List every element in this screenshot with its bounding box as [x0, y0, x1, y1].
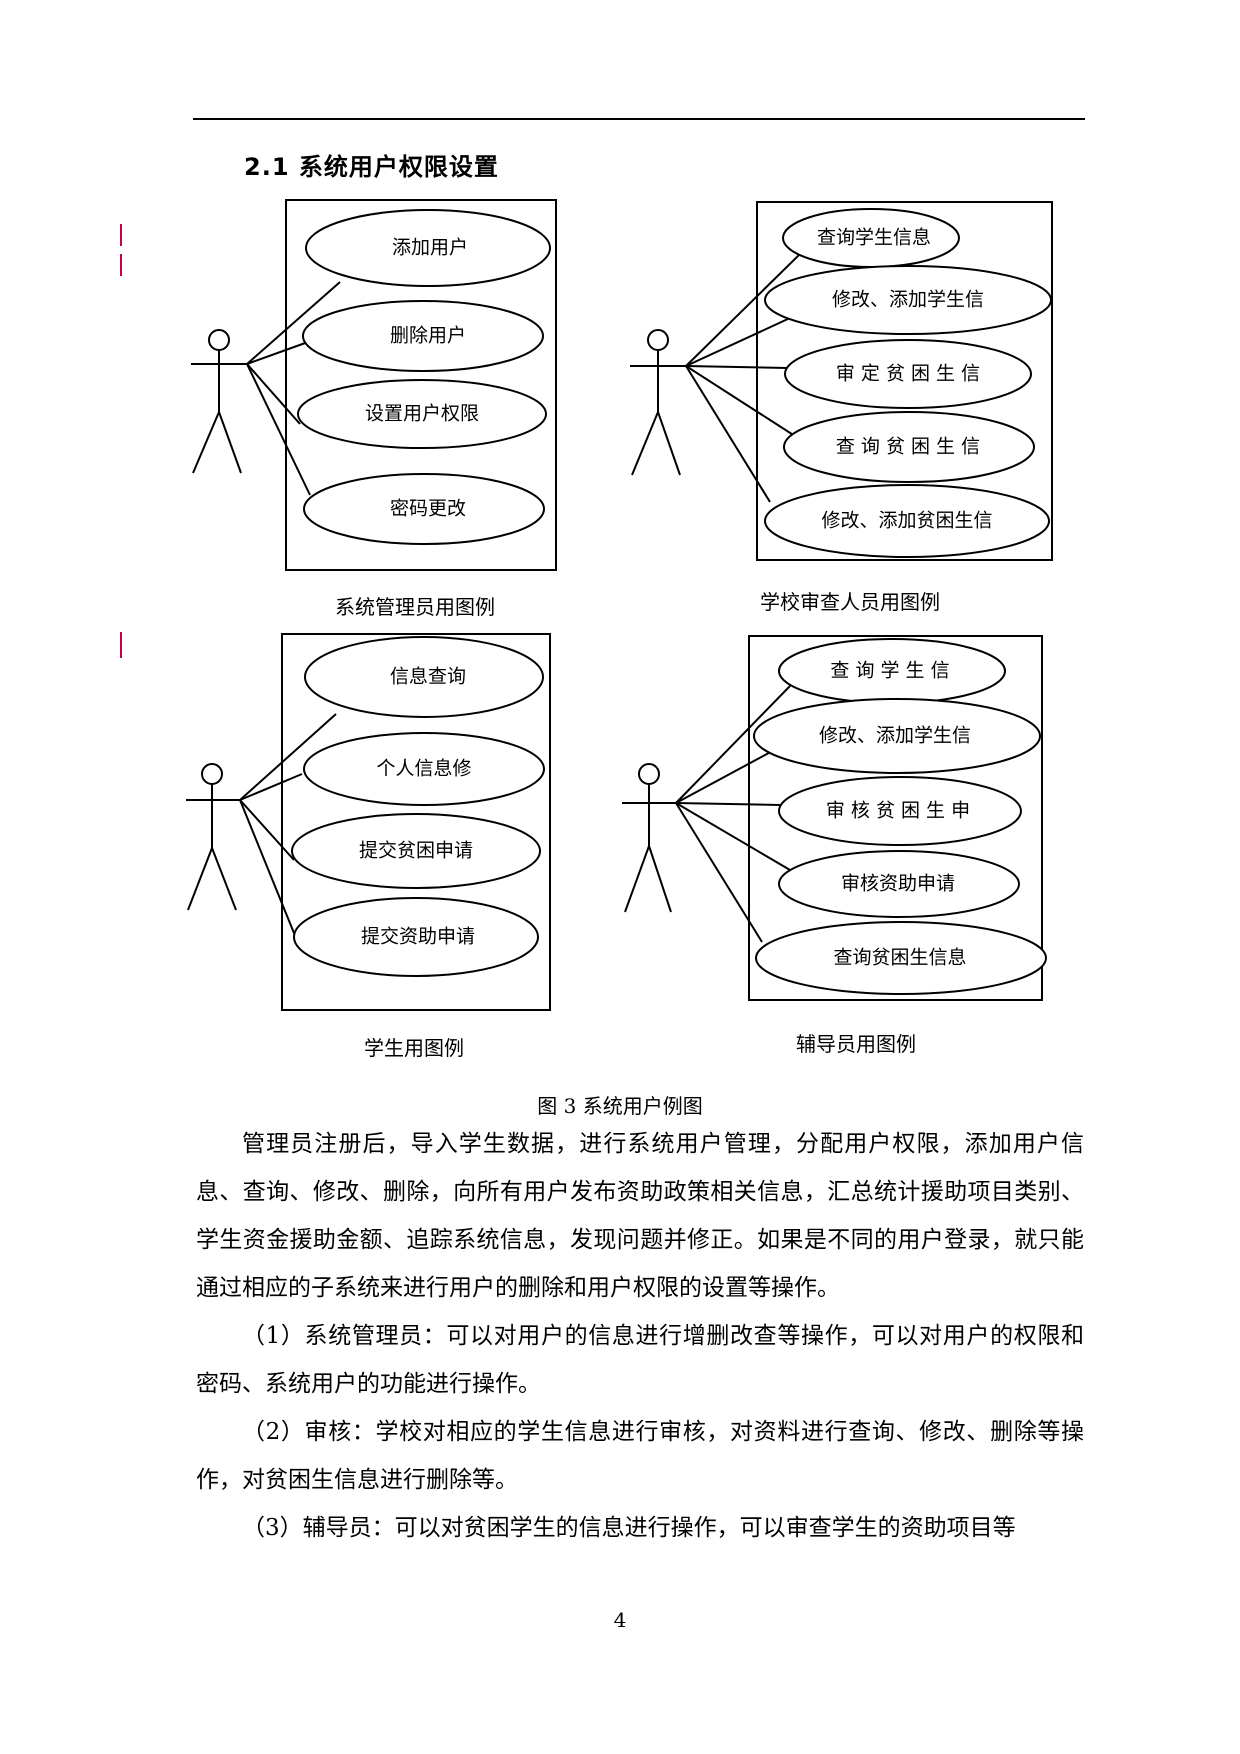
actor-stick-figure — [622, 763, 676, 913]
diagram-caption-counselor: 辅导员用图例 — [796, 1032, 916, 1056]
use-case-label: 提交资助申请 — [361, 926, 475, 948]
use-case-ellipse — [778, 776, 1022, 846]
use-case-ellipse — [291, 813, 541, 889]
body-text: 管理员注册后，导入学生数据，进行系统用户管理，分配用户权限，添加用户信息、查询、… — [196, 1120, 1084, 1552]
use-case-label: 查 询 学 生 信 — [830, 660, 949, 682]
diagram-caption-admin: 系统管理员用图例 — [335, 595, 495, 619]
paragraph: （3）辅导员：可以对贫困学生的信息进行操作，可以审查学生的资助项目等 — [242, 1515, 1016, 1541]
admin-use-case-diagram — [191, 199, 557, 571]
use-case-ellipse — [293, 897, 539, 977]
use-case-label: 删除用户 — [390, 325, 466, 347]
paragraph: 管理员注册后，导入学生数据，进行系统用户管理，分配用户权限，添加用户信息、查询、… — [196, 1131, 1084, 1301]
use-case-label: 信息查询 — [390, 666, 466, 688]
use-case-label: 查 询 贫 困 生 信 — [836, 436, 980, 458]
use-case-label: 审 核 贫 困 生 申 — [826, 800, 970, 822]
use-case-ellipse — [302, 300, 544, 372]
use-case-label: 提交贫困申请 — [359, 840, 473, 862]
student-use-case-diagram — [186, 633, 551, 1011]
school-reviewer-use-case-diagram — [630, 201, 1053, 561]
system-boundary — [756, 201, 1053, 561]
margin-change-mark — [120, 224, 122, 246]
system-boundary — [285, 199, 557, 571]
margin-change-mark — [120, 632, 122, 658]
actor-stick-figure — [191, 329, 247, 474]
actor-stick-figure — [186, 763, 240, 911]
use-case-label: 修改、添加贫困生信 — [821, 510, 992, 532]
use-case-ellipse — [755, 921, 1047, 995]
use-case-label: 查询贫困生信息 — [833, 947, 966, 969]
paragraph: （1）系统管理员：可以对用户的信息进行增删改查等操作，可以对用户的权限和密码、系… — [196, 1323, 1084, 1397]
use-case-label: 查询学生信息 — [817, 227, 931, 249]
use-case-ellipse — [304, 636, 544, 718]
page-number: 4 — [613, 1608, 627, 1632]
use-case-ellipse — [764, 265, 1052, 335]
use-case-ellipse — [305, 209, 551, 287]
use-case-label: 审核资助申请 — [841, 873, 955, 895]
use-case-ellipse — [764, 484, 1050, 558]
use-case-ellipse — [778, 850, 1020, 918]
use-case-ellipse — [303, 473, 545, 545]
counselor-use-case-diagram — [622, 635, 1047, 1001]
use-case-ellipse — [784, 339, 1032, 409]
header-rule — [193, 118, 1085, 120]
use-case-ellipse — [753, 698, 1041, 774]
diagram-caption-school-reviewer: 学校审查人员用图例 — [760, 590, 940, 614]
actor-stick-figure — [630, 329, 686, 476]
system-boundary — [281, 633, 551, 1011]
use-case-ellipse — [297, 379, 547, 449]
use-case-label: 密码更改 — [390, 498, 466, 520]
paragraph: （2）审核：学校对相应的学生信息进行审核，对资料进行查询、修改、删除等操作，对贫… — [196, 1419, 1084, 1493]
system-boundary — [748, 635, 1043, 1001]
use-case-label: 修改、添加学生信 — [819, 725, 971, 747]
use-case-label: 修改、添加学生信 — [832, 289, 984, 311]
use-case-ellipse — [303, 732, 545, 806]
use-case-label: 个人信息修 — [376, 758, 471, 780]
margin-change-mark — [120, 254, 122, 276]
section-title: 2.1 系统用户权限设置 — [244, 153, 499, 181]
diagram-caption-student: 学生用图例 — [364, 1036, 464, 1060]
figure-caption: 图 3 系统用户例图 — [537, 1094, 703, 1118]
use-case-label: 添加用户 — [392, 237, 468, 259]
use-case-label: 审 定 贫 困 生 信 — [836, 363, 980, 385]
use-case-ellipse — [783, 411, 1035, 483]
use-case-label: 设置用户权限 — [365, 403, 479, 425]
